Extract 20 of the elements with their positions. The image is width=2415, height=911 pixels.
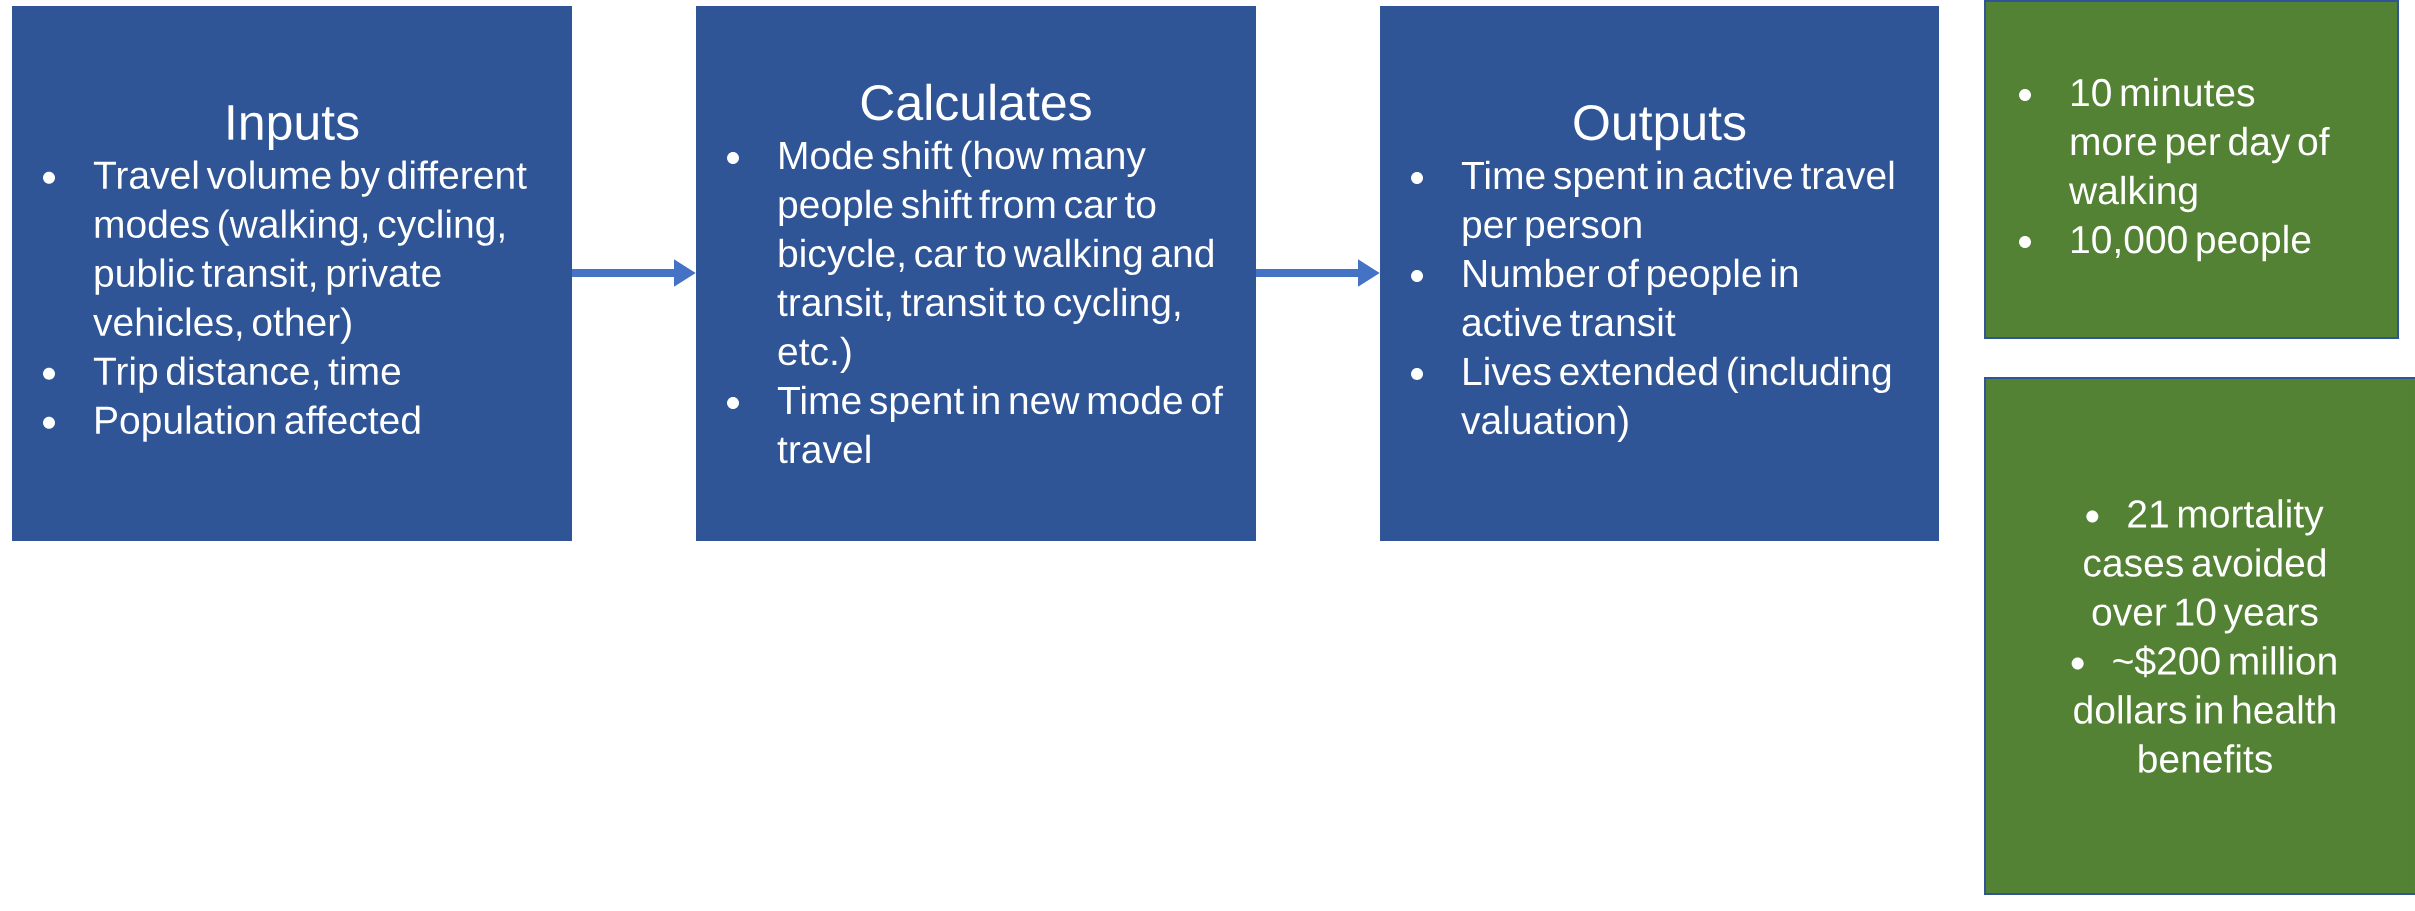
bullet-item: 21 mortality cases avoided over 10 years (2084, 499, 2325, 634)
bullet-item: ~$200 million dollars in health benefits (2071, 645, 2336, 773)
bullet-item: Trip distance, time (43, 356, 401, 393)
process-box (696, 6, 1256, 541)
process-box (12, 6, 572, 541)
box-heading: Calculates (861, 83, 1091, 121)
bullet-item: 10,000 people (2019, 224, 2311, 262)
bullet-item: Number of people in active transit (1411, 258, 1798, 337)
result-box (1984, 377, 2415, 895)
bullet-item: 10 minutes more per day of walking (2019, 77, 2330, 213)
box-heading: Outputs (1574, 105, 1746, 151)
result-box (1984, 0, 2399, 339)
bullet-item: Population affected (43, 405, 420, 442)
bullet-item: Lives extended (including valuation) (1411, 356, 1891, 442)
box-heading: Inputs (228, 105, 359, 151)
bullet-item: Mode shift (how many people shift from car to bicycle, car to walking and transit, transit to cycling, etc.) (727, 140, 1213, 373)
bullet-item: Travel volume by different modes (walking, cycling, public transit, private vehicles, other) (43, 160, 527, 344)
process-box (1380, 6, 1939, 541)
bullet-item: Time spent in new mode of travel (727, 385, 1223, 464)
bullet-item: Time spent in active travel per person (1411, 160, 1894, 246)
